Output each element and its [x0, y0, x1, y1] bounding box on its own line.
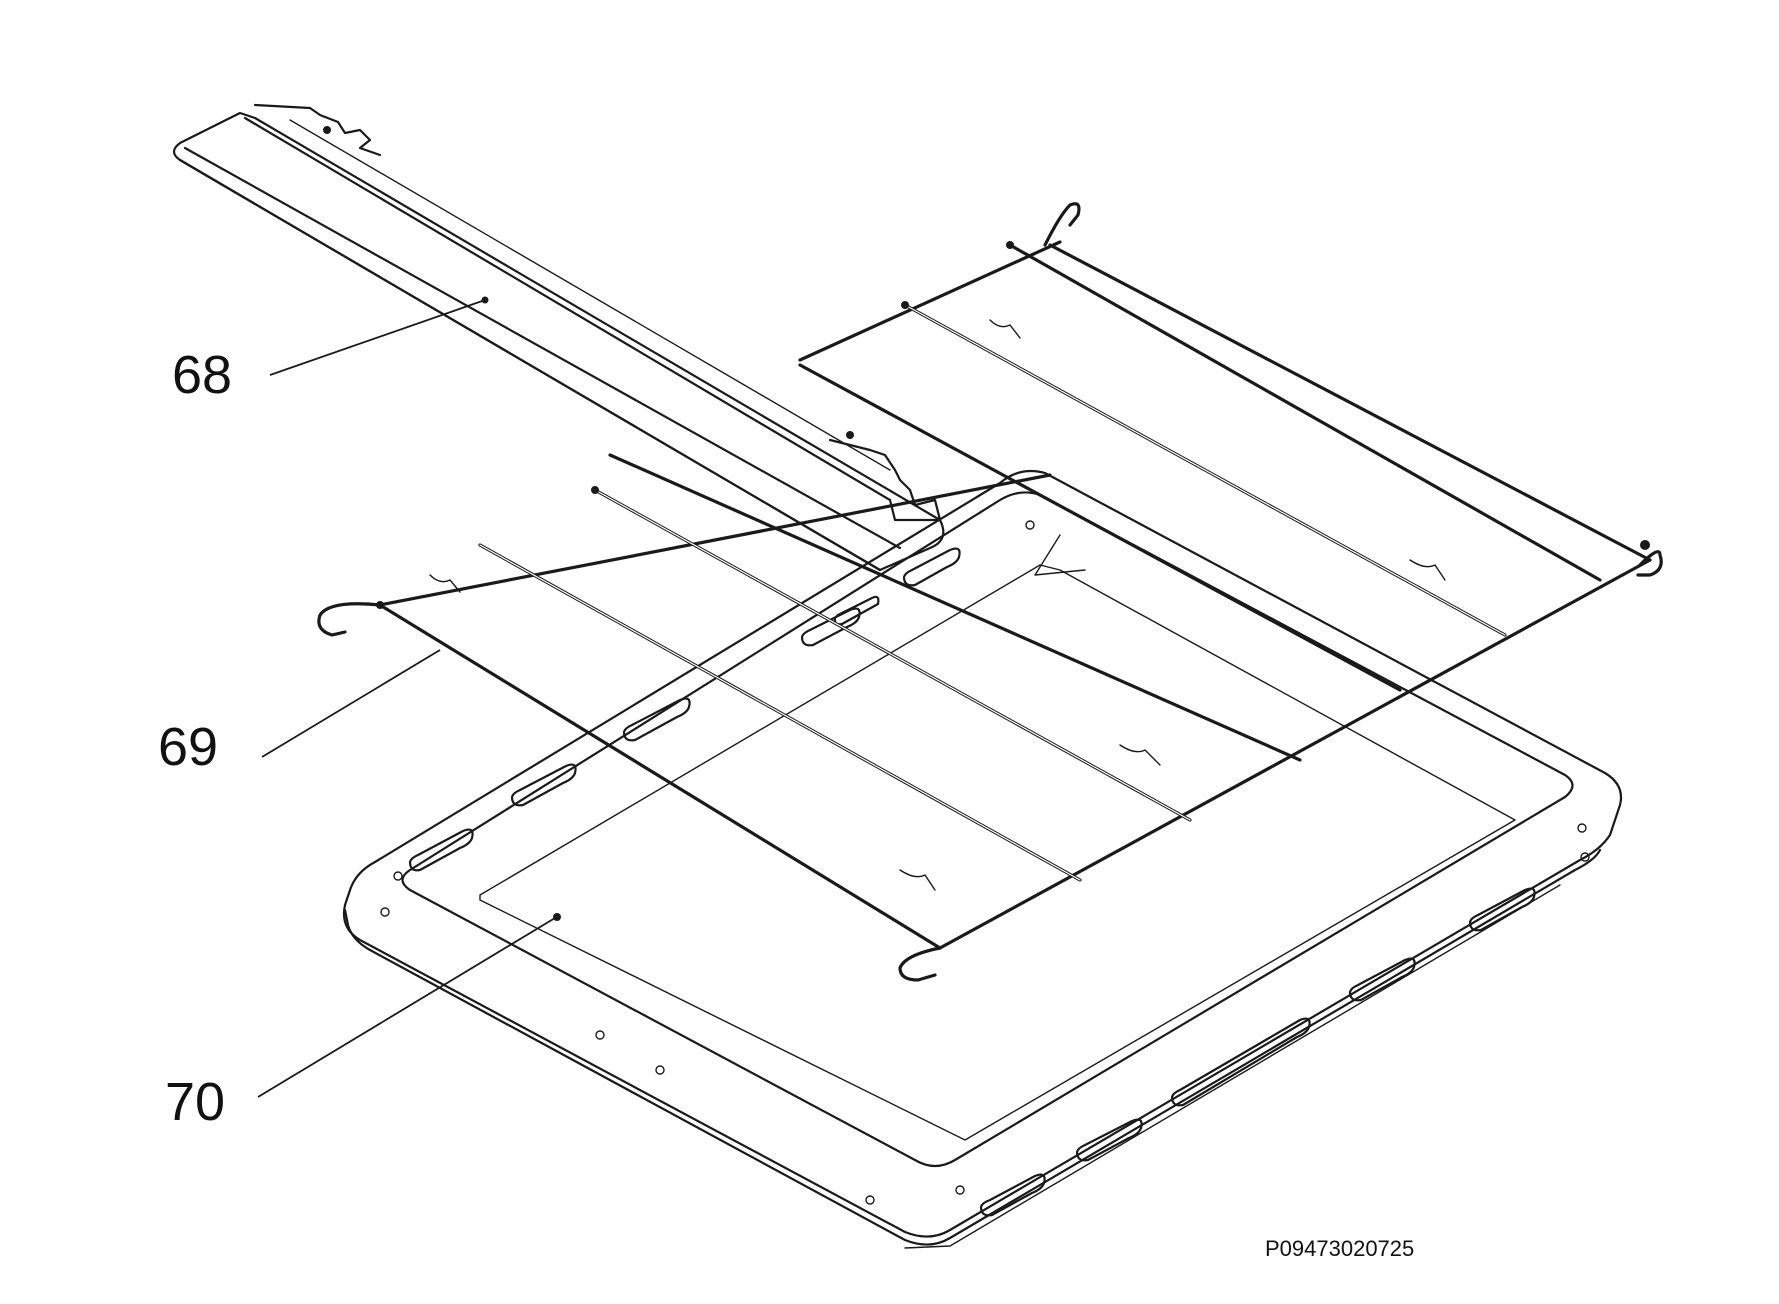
callout-label-68: 68	[172, 345, 232, 405]
frame-slot-left	[408, 547, 961, 872]
figure-code: P09473020725	[1265, 1236, 1414, 1261]
shelf-rack	[317, 202, 1663, 982]
callout-68: 68	[172, 296, 489, 405]
callout-70: 70	[165, 913, 561, 1132]
callout-label-69: 69	[158, 717, 218, 777]
tray-frame	[342, 469, 1623, 1249]
callout-label-70: 70	[165, 1072, 225, 1132]
callout-69: 69	[158, 649, 441, 777]
frame-slot-right	[979, 887, 1536, 1217]
rail	[172, 103, 945, 572]
